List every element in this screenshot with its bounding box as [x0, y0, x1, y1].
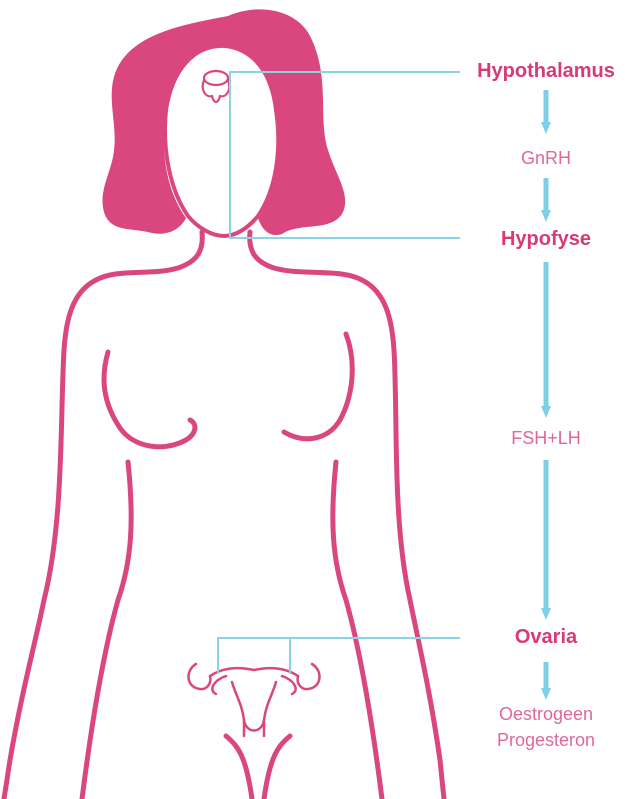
label-oestrogeen: Oestrogeen — [466, 702, 626, 726]
label-progesteron: Progesteron — [466, 728, 626, 752]
face-outline — [165, 46, 278, 236]
body-outline — [4, 232, 444, 799]
label-gnrh: GnRH — [486, 148, 606, 169]
label-ovaria: Ovaria — [486, 626, 606, 649]
uterus-icon — [189, 664, 320, 736]
label-hypothalamus: Hypothalamus — [456, 60, 634, 83]
label-fsh-lh: FSH+LH — [486, 428, 606, 449]
label-hypofyse: Hypofyse — [476, 228, 616, 251]
